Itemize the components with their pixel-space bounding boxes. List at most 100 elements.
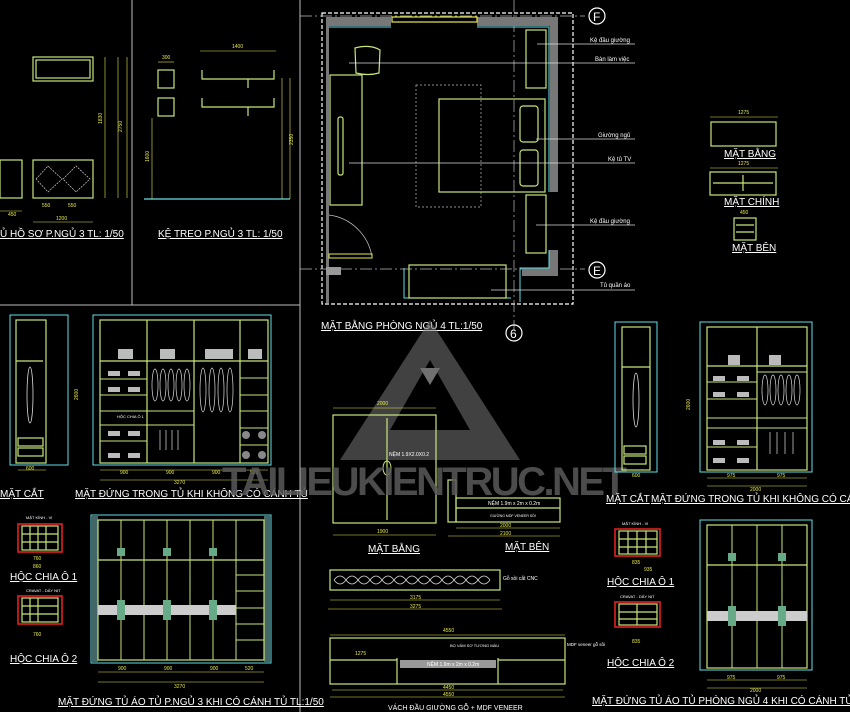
headboard-drawing: Gỗ sồi cắt CNC 3175 3275 4550 NỆM 1.9m x… [328,569,605,712]
sheet-dividers [0,0,301,712]
note-text: NỆM 1.9X2.0X0.2 [389,450,429,458]
wardrobe-3-interior: HỘC CHIA Ô 1 900 900 900 520 3270 2600 M… [74,314,308,500]
drawing-title: MẶT ĐỨNG TRONG TỦ KHI KHÔNG CÓ CÁNH TỦ [651,492,850,505]
dim-text: 3270 [174,684,185,690]
dim-text: 4450 [443,685,454,691]
grid-label: F [593,10,600,24]
callout-label: Giường ngủ [598,132,630,139]
dim-text: 935 [644,567,653,573]
callout-label: Bàn làm việc [595,57,629,63]
note-text: Gỗ sồi cắt CNC [503,575,538,582]
drawing-title: HỘC CHIA Ô 2 [10,652,78,665]
wardrobe-4-interior: 975 975 2000 2600 MẶT ĐỨNG TRONG TỦ KHI … [651,321,850,505]
dim-text: 975 [777,473,786,479]
dim-text: 860 [33,564,42,570]
dim-text: 600 [632,473,641,479]
dim-text: 300 [162,55,171,61]
note-text: MẶT KÍNH - VI [622,521,648,526]
wardrobe-3-section: 600 MẶT CẮT [0,314,69,500]
dim-text: 3270 [174,480,185,486]
dim-text: 1200 [56,216,67,222]
tv-cabinet-drawing: 1275 MẶT BẰNG 1275 MẶT CHÍNH 450 MẶT BÊN [709,110,779,254]
drawing-title: MẶT BẰNG [368,542,420,555]
grid-label: E [593,264,601,278]
note-text: NỆM 1.9m x 2m x 0.2m [427,660,479,668]
note-text: BỌ VÁM SƠ TƯƠNG MÀU [450,643,499,648]
dim-text: 975 [727,675,736,681]
dim-text: 1275 [738,110,749,116]
dim-text: 2000 [750,688,761,694]
dim-text: 450 [740,210,749,216]
note-text: CRAVAT - DÂY NỊT [620,594,655,599]
dim-text: 760 [33,556,42,562]
grid-bubble-6 [505,324,523,342]
drawing-title: MẶT BÊN [505,540,549,553]
note-text: MẶT KÍNH - VI [26,515,52,520]
dim-text: 975 [777,675,786,681]
callout-label: Tủ quần áo [600,282,631,289]
drawing-title: KỆ TREO P.NGỦ 3 TL: 1/50 [158,227,283,240]
tu-ho-so-drawing: 1200 550 550 450 2750 1830 Ủ HỒ SƠ P.NGỦ… [0,56,128,240]
dim-text: 3275 [410,604,421,610]
bed-drawings: NỆM 1.9X2.0X0.2 2000 1900 MẶT BẰNG NỆM 1… [332,401,561,555]
callout-label: Kệ tủ TV [608,156,631,163]
dim-text: 520 [245,666,254,672]
drawing-title: MẶT ĐỨNG TỦ ÁO TỦ P.NGỦ 3 KHI CÓ CÁNH TỦ… [58,695,324,708]
floor-plan-bedroom-4: Kệ đầu giường Bàn làm việc Giường ngủ Kệ… [300,0,635,342]
note-text: MDF veneer gỗ sồi [567,641,605,647]
callout-label: Kệ đầu giường [590,38,630,44]
dim-text: 2600 [74,389,80,400]
drawing-title: MẶT CẮT [606,492,650,505]
dim-text: 2600 [686,399,692,410]
wardrobe-3-doors: 900 900 900 520 3270 MẶT ĐỨNG TỦ ÁO TỦ P… [58,514,324,708]
wardrobe-4-section: 600 MẶT CẮT [606,321,658,505]
dim-text: 900 [120,470,129,476]
drawing-title: MẶT ĐỨNG TRONG TỦ KHI KHÔNG CÓ CÁNH TỦ [75,487,308,500]
drawing-title: HỘC CHIA Ô 2 [607,656,675,669]
dim-text: 1275 [355,651,366,657]
drawing-title: MẶT CẮT [0,487,44,500]
dim-text: 900 [118,666,127,672]
watermark-text: TAILIEUKIENTRUC.NET [222,460,627,504]
drawing-title: MẶT BẰNG PHÒNG NGỦ 4 TL:1/50 [321,319,483,332]
dim-text: 2350 [289,134,295,145]
dim-text: 1900 [377,529,388,535]
dim-text: 2750 [118,121,124,132]
dim-text: 1275 [738,161,749,167]
grid-bubble-f [588,7,606,25]
ke-treo-drawing: 1400 300 2350 1600 KỆ TREO P.NGỦ 3 TL: 1… [144,44,295,240]
dim-text: 900 [210,666,219,672]
dim-text: 760 [33,632,42,638]
dim-text: 3175 [410,595,421,601]
note-text: NỆM 1.9m x 2m x 0.2m [488,499,540,507]
dim-text: 900 [166,470,175,476]
dim-text: 550 [68,203,77,209]
dim-text: 450 [8,212,17,218]
dim-text: 900 [164,666,173,672]
drawing-title: HỘC CHIA Ô 1 [607,575,675,588]
hoc-chia-left: MẶT KÍNH - VI 760 860 HỘC CHIA Ô 1 CRAVA… [10,515,78,665]
note-text: CRAVAT - DÂY NỊT [26,588,61,593]
dim-text: 2100 [500,531,511,537]
drawing-title: MẶT BÊN [732,241,776,254]
dim-text: 835 [632,639,641,645]
drawing-title: HỘC CHIA Ô 1 [10,570,78,583]
dim-text: 550 [42,203,51,209]
dim-text: 600 [26,466,35,472]
dim-text: 975 [727,473,736,479]
wardrobe-4-doors: 975 975 2000 MẶT ĐỨNG TỦ ÁO TỦ PHÒNG NGỦ… [592,519,850,707]
dim-text: 2000 [377,401,388,407]
dim-text: 1830 [98,113,104,124]
dim-text: 4550 [443,692,454,698]
drawing-title: MẶT ĐỨNG TỦ ÁO TỦ PHÒNG NGỦ 4 KHI CÓ CÁN… [592,694,850,707]
callout-label: Kệ đầu giường [590,219,630,225]
dim-text: 2000 [750,487,761,493]
grid-label: 6 [510,327,517,341]
dim-text: 900 [212,470,221,476]
hoc-chia-tag: HỘC CHIA Ô 1 [117,414,145,419]
dim-text: 520 [250,470,259,476]
dim-text: 4550 [443,628,454,634]
hoc-chia-right: MẶT KÍNH - VI 835 935 HỘC CHIA Ô 1 CRAVA… [607,521,675,669]
